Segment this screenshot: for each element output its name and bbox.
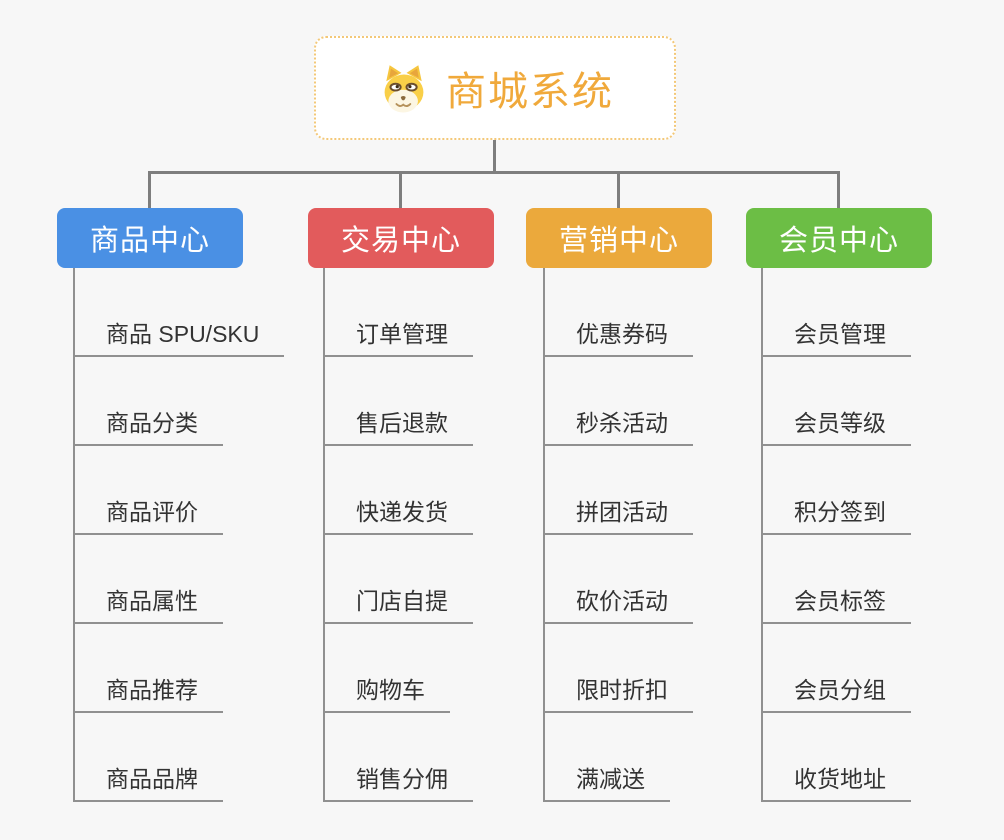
connector-drop-1	[148, 171, 151, 209]
branch-topic-trade-center[interactable]: 交易中心	[308, 208, 494, 268]
leaf-topic[interactable]: 商品评价	[75, 497, 223, 535]
leaf-topic[interactable]: 收货地址	[763, 764, 911, 802]
leaf-topic[interactable]: 购物车	[325, 675, 450, 713]
branch-topic-product-center[interactable]: 商品中心	[57, 208, 243, 268]
branch-topic-member-center[interactable]: 会员中心	[746, 208, 932, 268]
leaf-topic[interactable]: 积分签到	[763, 497, 911, 535]
leaf-topic[interactable]: 秒杀活动	[545, 408, 693, 446]
leaf-topic[interactable]: 会员分组	[763, 675, 911, 713]
branch-topic-marketing-center[interactable]: 营销中心	[526, 208, 712, 268]
leaf-topic[interactable]: 商品分类	[75, 408, 223, 446]
leaf-topic[interactable]: 满减送	[545, 764, 670, 802]
connector-drop-2	[399, 171, 402, 209]
leaf-topic[interactable]: 拼团活动	[545, 497, 693, 535]
branch-children-member-center: 会员管理 会员等级 积分签到 会员标签 会员分组 收货地址	[761, 268, 911, 802]
connector-root-stub	[493, 140, 496, 174]
leaf-topic[interactable]: 优惠券码	[545, 319, 693, 357]
branch-children-marketing-center: 优惠券码 秒杀活动 拼团活动 砍价活动 限时折扣 满减送	[543, 268, 693, 802]
leaf-topic[interactable]: 商品推荐	[75, 675, 223, 713]
branch-children-product-center: 商品 SPU/SKU 商品分类 商品评价 商品属性 商品推荐 商品品牌	[73, 268, 285, 802]
leaf-topic[interactable]: 售后退款	[325, 408, 473, 446]
leaf-topic[interactable]: 订单管理	[325, 319, 473, 357]
leaf-topic[interactable]: 会员等级	[763, 408, 911, 446]
leaf-topic[interactable]: 会员管理	[763, 319, 911, 357]
leaf-topic[interactable]: 砍价活动	[545, 586, 693, 624]
connector-drop-4	[837, 171, 840, 209]
root-topic[interactable]: 商城系统	[314, 36, 676, 140]
connector-drop-3	[617, 171, 620, 209]
connector-bus	[148, 171, 840, 174]
leaf-topic[interactable]: 销售分佣	[325, 764, 473, 802]
leaf-topic[interactable]: 会员标签	[763, 586, 911, 624]
doge-icon	[384, 65, 424, 113]
leaf-topic[interactable]: 快递发货	[325, 497, 473, 535]
leaf-topic[interactable]: 商品 SPU/SKU	[75, 319, 285, 357]
root-topic-title: 商城系统	[446, 70, 614, 114]
leaf-topic[interactable]: 商品属性	[75, 586, 223, 624]
leaf-topic[interactable]: 商品品牌	[75, 764, 223, 802]
branch-children-trade-center: 订单管理 售后退款 快递发货 门店自提 购物车 销售分佣	[323, 268, 473, 802]
leaf-topic[interactable]: 限时折扣	[545, 675, 693, 713]
leaf-topic[interactable]: 门店自提	[325, 586, 473, 624]
